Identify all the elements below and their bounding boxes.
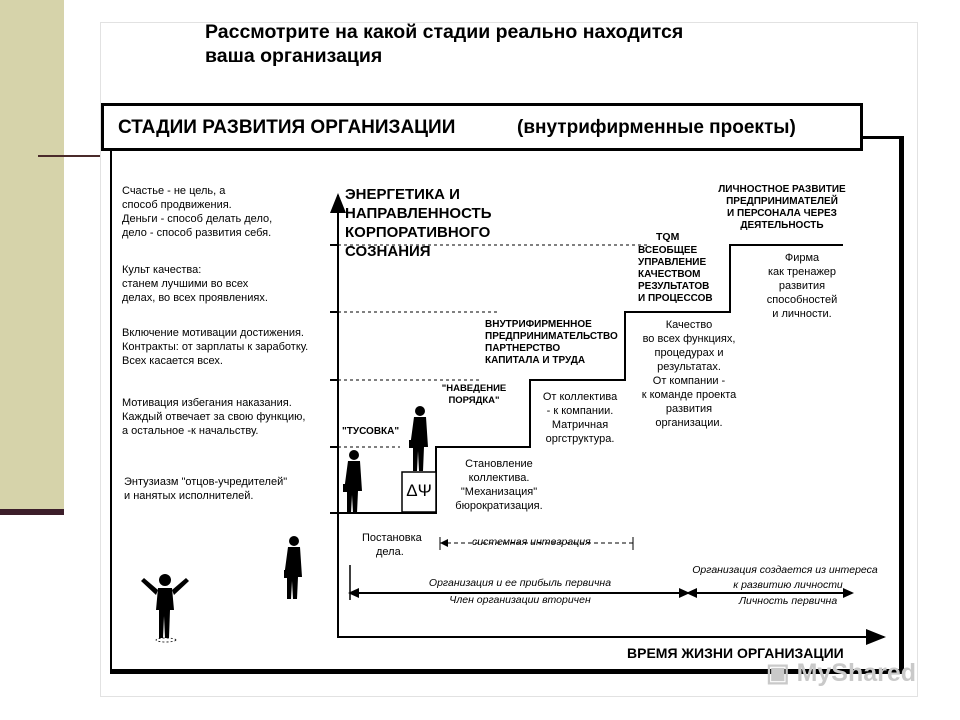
- level-1-description: Энтузиазм "отцов-учредителей" и нанятых …: [124, 475, 287, 503]
- level-2-description: Мотивация избегания наказания. Каждый от…: [122, 396, 305, 438]
- level-2-line: Мотивация избегания наказания.: [122, 396, 305, 410]
- step-postanovka-text: Постановка дела.: [362, 531, 422, 559]
- step-stanovlenie-line: коллектива.: [444, 471, 554, 485]
- level-5-description: Счастье - не цель, а способ продвижения.…: [122, 184, 272, 240]
- delta-psi-symbol: ΔΨ: [402, 481, 436, 501]
- person-standing-icon: [284, 536, 302, 599]
- step-stanovlenie-line: "Механизация": [444, 485, 554, 499]
- right-priority-label-1: Организация создается из интереса: [672, 564, 898, 577]
- step-firma-text: Фирма как тренажер развития способностей…: [752, 251, 852, 321]
- level-1-line: и нанятых исполнителей.: [124, 489, 287, 503]
- level-1-line: Энтузиазм "отцов-учредителей": [124, 475, 287, 489]
- energy-title-line: НАПРАВЛЕННОСТЬ: [345, 204, 492, 223]
- integration-label: системная интеграция: [472, 535, 591, 549]
- step-firma-line: способностей: [752, 293, 852, 307]
- energy-title-line: КОРПОРАТИВНОГО: [345, 223, 492, 242]
- step-firma-line: и личности.: [752, 307, 852, 321]
- energy-title-line: ЭНЕРГЕТИКА И: [345, 185, 492, 204]
- level-5-line: способ продвижения.: [122, 198, 272, 212]
- level-3-line: Включение мотивации достижения.: [122, 326, 308, 340]
- stage-navedenie-line: ПОРЯДКА": [432, 395, 516, 407]
- step-firma-line: как тренажер: [752, 265, 852, 279]
- level-5-line: Счастье - не цель, а: [122, 184, 272, 198]
- level-4-description: Культ качества: станем лучшими во всех д…: [122, 263, 268, 305]
- stage-tusovka-label: "ТУСОВКА": [342, 425, 399, 439]
- stage-partnership-line: ПАРТНЕРСТВО: [485, 343, 618, 355]
- step-ot-kollektiva-line: От коллектива: [534, 390, 626, 404]
- axis-level-ticks: [330, 245, 338, 513]
- energy-title-line: СОЗНАНИЯ: [345, 242, 492, 261]
- right-priority-label-2: к развитию личности: [688, 579, 888, 592]
- step-firma-line: развития: [752, 279, 852, 293]
- level-5-line: дело - способ развития себя.: [122, 226, 272, 240]
- level-2-line: Каждый отвечает за свою функцию,: [122, 410, 305, 424]
- level-3-line: Всех касается всех.: [122, 354, 308, 368]
- stage-personal-line: ПРЕДПРИНИМАТЕЛЕЙ: [712, 196, 852, 208]
- stage-tqm-line: РЕЗУЛЬТАТОВ: [638, 281, 713, 293]
- level-4-line: станем лучшими во всех: [122, 277, 268, 291]
- stage-partnership-line: КАПИТАЛА И ТРУДА: [485, 355, 618, 367]
- step-kachestvo-line: организации.: [628, 416, 750, 430]
- step-firma-line: Фирма: [752, 251, 852, 265]
- step-ot-kollektiva-line: Матричная: [534, 418, 626, 432]
- stage-tqm-line: ВСЕОБЩЕЕ: [638, 245, 713, 257]
- step-ot-kollektiva-line: оргструктура.: [534, 432, 626, 446]
- step-kachestvo-line: От компании -: [628, 374, 750, 388]
- watermark: ▣ MyShared: [766, 658, 916, 688]
- person-walking-icon: [343, 450, 362, 513]
- step-kachestvo-line: развития: [628, 402, 750, 416]
- level-4-line: Культ качества:: [122, 263, 268, 277]
- level-5-line: Деньги - способ делать дело,: [122, 212, 272, 226]
- watermark-text: MyShared: [797, 659, 916, 687]
- left-priority-bottom-label: Член организации вторичен: [360, 594, 680, 607]
- stage-tqm-title: TQM: [656, 230, 679, 244]
- stage-personal-line: ЛИЧНОСТНОЕ РАЗВИТИЕ: [712, 184, 852, 196]
- step-ot-kollektiva-line: - к компании.: [534, 404, 626, 418]
- left-priority-top-label: Организация и ее прибыль первична: [360, 577, 680, 590]
- step-stanovlenie-text: Становление коллектива. "Механизация" бю…: [444, 457, 554, 513]
- step-postanovka-line: дела.: [362, 545, 422, 559]
- stage-personal-line: И ПЕРСОНАЛА ЧЕРЕЗ: [712, 208, 852, 220]
- step-kachestvo-line: процедурах и: [628, 346, 750, 360]
- right-priority-label-3: Личность первична: [688, 595, 888, 608]
- step-stanovlenie-line: Становление: [444, 457, 554, 471]
- camera-watermark-icon: ▣: [766, 659, 790, 687]
- stage-tqm-label: ВСЕОБЩЕЕ УПРАВЛЕНИЕ КАЧЕСТВОМ РЕЗУЛЬТАТО…: [638, 245, 713, 305]
- step-kachestvo-line: результатах.: [628, 360, 750, 374]
- stage-navedenie-label: "НАВЕДЕНИЕ ПОРЯДКА": [432, 383, 516, 407]
- stage-tqm-line: И ПРОЦЕССОВ: [638, 293, 713, 305]
- stage-personal-label: ЛИЧНОСТНОЕ РАЗВИТИЕ ПРЕДПРИНИМАТЕЛЕЙ И П…: [712, 184, 852, 232]
- stage-personal-line: ДЕЯТЕЛЬНОСТЬ: [712, 220, 852, 232]
- level-4-line: делах, во всех проявлениях.: [122, 291, 268, 305]
- stage-partnership-line: ВНУТРИФИРМЕННОЕ: [485, 319, 618, 331]
- stage-tqm-line: УПРАВЛЕНИЕ: [638, 257, 713, 269]
- level-2-line: а остальное -к начальству.: [122, 424, 305, 438]
- level-3-line: Контракты: от зарплаты к заработку.: [122, 340, 308, 354]
- level-3-description: Включение мотивации достижения. Контракт…: [122, 326, 308, 368]
- stage-navedenie-line: "НАВЕДЕНИЕ: [432, 383, 516, 395]
- energy-axis-title: ЭНЕРГЕТИКА И НАПРАВЛЕННОСТЬ КОРПОРАТИВНО…: [345, 185, 492, 261]
- step-ot-kollektiva-text: От коллектива - к компании. Матричная ор…: [534, 390, 626, 446]
- step-stanovlenie-line: бюрократизация.: [444, 499, 554, 513]
- step-kachestvo-line: во всех функциях,: [628, 332, 750, 346]
- stage-partnership-line: ПРЕДПРИНИМАТЕЛЬСТВО: [485, 331, 618, 343]
- person-standing-icon: [409, 406, 428, 471]
- step-kachestvo-text: Качество во всех функциях, процедурах и …: [628, 318, 750, 430]
- step-kachestvo-line: к команде проекта: [628, 388, 750, 402]
- person-shrugging-icon: [141, 574, 189, 642]
- step-kachestvo-line: Качество: [628, 318, 750, 332]
- step-postanovka-line: Постановка: [362, 531, 422, 545]
- stage-tqm-line: КАЧЕСТВОМ: [638, 269, 713, 281]
- stage-partnership-label: ВНУТРИФИРМЕННОЕ ПРЕДПРИНИМАТЕЛЬСТВО ПАРТ…: [485, 319, 618, 367]
